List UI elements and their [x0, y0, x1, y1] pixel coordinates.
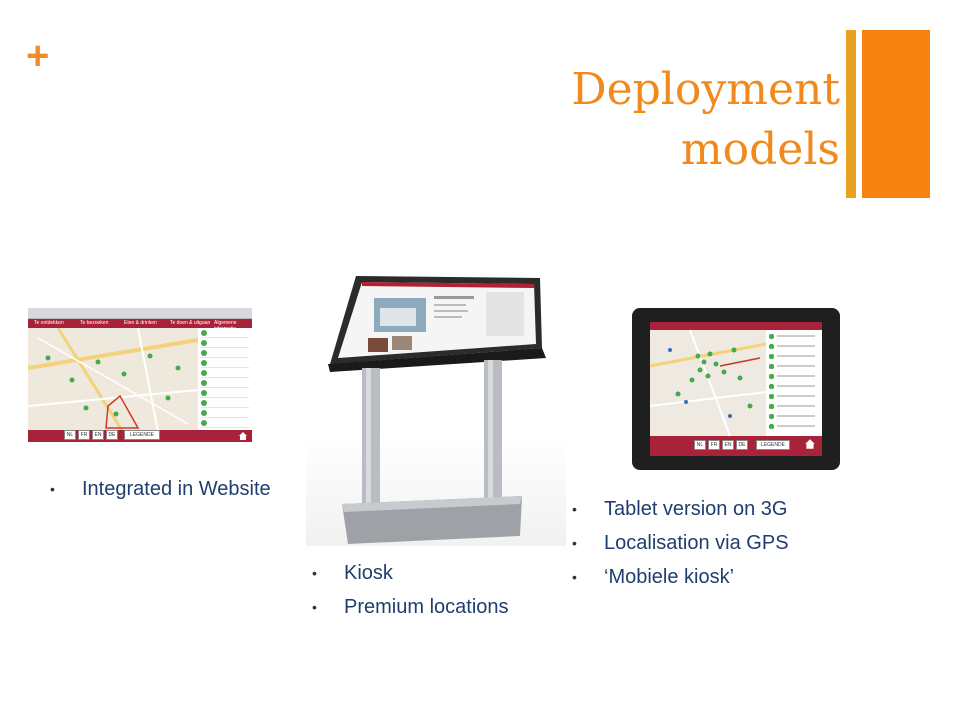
kiosk-image: [306, 268, 566, 546]
tablet-image: NL FR EN DE LEGENDE: [630, 306, 844, 472]
lang-button-nl: NL: [64, 430, 76, 440]
bullet-item: Premium locations: [306, 590, 606, 624]
home-icon: [239, 432, 247, 440]
nav-item: Te bezoeken: [80, 320, 109, 326]
legend-button: LEGENDE: [756, 440, 790, 450]
bullet-item: Localisation via GPS: [566, 526, 886, 560]
nav-item: Eten & drinken: [124, 320, 157, 326]
plus-icon: +: [26, 34, 50, 78]
lang-button-de: DE: [106, 430, 118, 440]
lang-button-en: EN: [92, 430, 104, 440]
lang-button-nl: NL: [694, 440, 706, 450]
website-footer: NL FR EN DE LEGENDE: [28, 430, 252, 442]
bullet-item: Tablet version on 3G: [566, 492, 886, 526]
bullet-item: ‘Mobiele kiosk’: [566, 560, 886, 594]
lang-button-en: EN: [722, 440, 734, 450]
website-map: [28, 328, 198, 432]
lang-button-de: DE: [736, 440, 748, 450]
browser-chrome: [28, 308, 252, 319]
accent-bar-thick: [862, 30, 930, 198]
accent-bar-thin: [846, 30, 856, 198]
kiosk-illustration: [328, 276, 546, 544]
tablet-bullets: Tablet version on 3G Localisation via GP…: [566, 492, 886, 594]
bullet-item: Integrated in Website: [44, 474, 284, 504]
website-screenshot: Te ontdekken Te bezoeken Eten & drinken …: [28, 308, 252, 442]
nav-item: Te doen & uitgaan: [170, 320, 211, 326]
legend-button: LEGENDE: [124, 430, 160, 440]
bullet-item: Kiosk: [306, 556, 606, 590]
website-bullets: Integrated in Website: [44, 474, 284, 504]
lang-button-fr: FR: [78, 430, 90, 440]
lang-button-fr: FR: [708, 440, 720, 450]
website-nav: Te ontdekken Te bezoeken Eten & drinken …: [28, 319, 252, 332]
website-poi-list: [198, 328, 252, 438]
nav-item: Te ontdekken: [34, 320, 64, 326]
kiosk-bullets: Kiosk Premium locations: [306, 556, 606, 624]
home-icon: [805, 439, 815, 449]
page-title: Deployment models: [571, 64, 840, 175]
